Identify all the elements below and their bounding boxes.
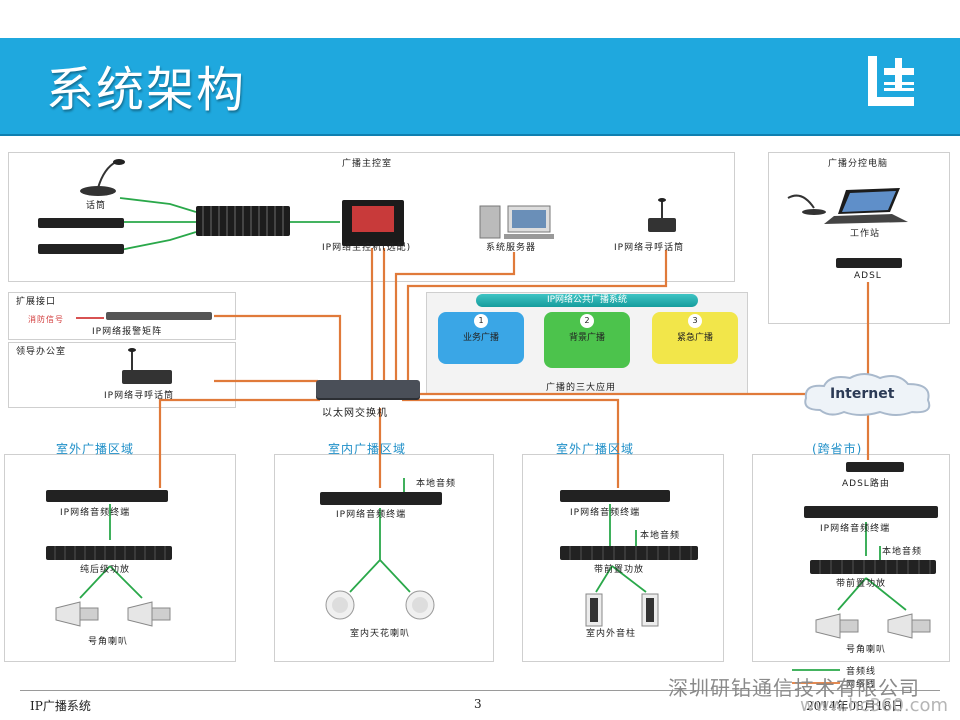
zone-4-amp-device	[810, 560, 936, 574]
paging-mic-label: IP网络寻呼话筒	[614, 243, 685, 253]
server-computer-icon	[479, 205, 554, 239]
zone-1-title: 室外广播区域	[56, 442, 135, 456]
zone-4-speaker-label: 号角喇叭	[846, 645, 887, 655]
branch-control-panel	[768, 152, 950, 324]
zone-1-amp-device	[46, 546, 172, 560]
zone-2-terminal-label: IP网络音频终端	[336, 510, 407, 520]
footer-title: IP广播系统	[30, 699, 91, 713]
ip-host-device	[342, 200, 404, 246]
app-number-1: 1	[474, 314, 488, 328]
workstation-label: 工作站	[850, 229, 881, 239]
switch-label: 以太网交换机	[322, 408, 388, 419]
zone-4-local-audio-label: 本地音频	[882, 547, 923, 557]
legend-audio-line: 音频线	[846, 667, 877, 677]
server-label: 系统服务器	[486, 243, 537, 253]
zone-4-terminal-label: IP网络音频终端	[820, 524, 891, 534]
footer-divider	[20, 690, 940, 691]
zone-4-title: (跨省市)	[812, 442, 863, 456]
zone-4-amp-label: 带前置功放	[836, 579, 887, 589]
app-box-emergency: 3 紧急广播	[652, 312, 738, 364]
branch-title: 广播分控电脑	[828, 159, 889, 169]
app-number-2: 2	[580, 314, 594, 328]
zone-3-amp-label: 带前置功放	[594, 565, 645, 575]
company-watermark: 深圳研钻通信技术有限公司	[668, 676, 920, 700]
zone-1-speaker-label: 号角喇叭	[88, 637, 129, 647]
app-box-background: 2 背景广播	[544, 312, 630, 368]
app-label-background: 背景广播	[568, 333, 605, 343]
public-system-title: IP网络公共广播系统	[476, 294, 698, 307]
internet-cloud-icon	[804, 373, 931, 416]
zone-3-title: 室外广播区域	[556, 442, 635, 456]
ethernet-switch-device	[316, 380, 420, 398]
alarm-matrix-label: IP网络报警矩阵	[92, 327, 163, 337]
zone-1-amp-label: 纯后级功放	[80, 565, 131, 575]
zone-2-local-audio-label: 本地音频	[416, 479, 457, 489]
leader-paging-label: IP网络寻呼话筒	[104, 391, 175, 401]
zone-1-terminal-label: IP网络音频终端	[60, 508, 131, 518]
mixer-console	[196, 206, 290, 236]
internet-label: Internet	[830, 386, 895, 402]
microphone-icon	[80, 159, 125, 196]
zone-2-speaker-label: 室内天花喇叭	[350, 629, 411, 639]
zone-4-terminal-device	[804, 506, 938, 518]
app-label-business: 业务广播	[462, 333, 499, 343]
zone-3-local-audio-label: 本地音频	[640, 531, 681, 541]
audio-source-device-2	[38, 244, 124, 254]
paging-microphone-icon	[648, 198, 676, 232]
leader-office-title: 领导办公室	[16, 347, 67, 357]
alarm-matrix-device	[106, 312, 212, 320]
app-label-emergency: 紧急广播	[676, 333, 713, 343]
audio-source-device-1	[38, 218, 124, 228]
adsl-label: ADSL	[854, 271, 882, 281]
zone-4-horn-speaker-icon	[815, 613, 931, 639]
zone-2-title: 室内广播区域	[328, 442, 407, 456]
leader-paging-mic-icon	[122, 348, 172, 384]
public-system-subtitle: 广播的三大应用	[546, 383, 617, 393]
zone-3-terminal-device	[560, 490, 670, 502]
slide-date: 2014年08月18日	[806, 699, 904, 713]
microphone-label: 话筒	[86, 201, 107, 211]
app-box-business: 1 业务广播	[438, 312, 524, 364]
zone-3-terminal-label: IP网络音频终端	[570, 508, 641, 518]
url-watermark: www.hc360.com	[800, 695, 949, 716]
slide-title: 系统架构	[46, 62, 247, 118]
zone-3-speaker-label: 室内外音柱	[586, 629, 637, 639]
zone-2-terminal-device	[320, 492, 442, 505]
workstation-laptop-icon	[787, 188, 908, 224]
company-logo-icon	[868, 56, 914, 106]
fire-signal-label: 消防信号	[28, 315, 64, 324]
zone-3-column-speaker-icon	[585, 593, 659, 627]
title-bar	[0, 38, 960, 136]
zone-4-router-label: ADSL路由	[842, 479, 890, 489]
adsl-modem-device	[836, 258, 902, 268]
zone-3-amp-device	[560, 546, 698, 560]
extension-title: 扩展接口	[16, 297, 57, 307]
zone-2-panel	[274, 454, 494, 662]
zone-1-terminal-device	[46, 490, 168, 502]
main-control-room-title: 广播主控室	[342, 159, 393, 169]
app-number-3: 3	[688, 314, 702, 328]
page-number: 3	[474, 697, 482, 711]
legend-network-line: 网络线	[846, 680, 877, 690]
zone-1-horn-speaker-icon	[55, 601, 171, 627]
zone-4-router-device	[846, 462, 904, 472]
ip-host-label: IP网络主控机(选配)	[322, 243, 412, 253]
zone-2-ceiling-speaker-icon	[325, 590, 435, 620]
